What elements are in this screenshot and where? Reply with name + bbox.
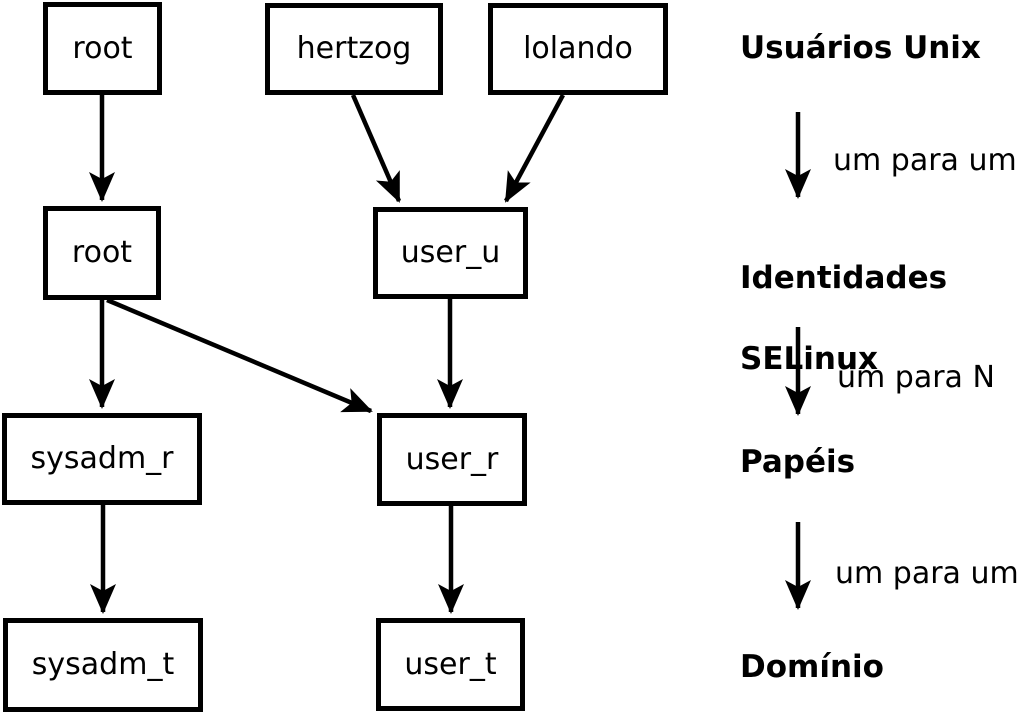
node-root-unix-label: root <box>72 30 133 66</box>
node-lolando: lolando <box>488 3 668 95</box>
node-sysadm-r: sysadm_r <box>2 413 202 505</box>
legend-roles: Papéis <box>740 444 856 480</box>
node-hertzog: hertzog <box>265 3 443 95</box>
arrow-hertzog-to-useru <box>350 94 402 203</box>
legend-selinux-identities: Identidades SELinux <box>740 218 947 379</box>
node-user-r-label: user_r <box>405 441 499 477</box>
legend-domain: Domínio <box>740 649 884 685</box>
legend-selinux-identities-line2: SELinux <box>740 340 879 377</box>
node-root-selinux-label: root <box>71 235 133 270</box>
legend-rel-one-to-one-2: um para um <box>835 556 1019 591</box>
node-sysadm-r-label: sysadm_r <box>30 441 174 476</box>
node-user-t: user_t <box>376 618 525 711</box>
arrow-rootselinux-to-userr <box>106 297 373 414</box>
node-sysadm-t-label: sysadm_t <box>31 647 175 682</box>
node-sysadm-t: sysadm_t <box>3 618 203 712</box>
node-hertzog-label: hertzog <box>296 31 412 66</box>
legend-rel-one-to-n: um para N <box>837 360 995 395</box>
node-user-u: user_u <box>373 207 528 299</box>
node-lolando-label: lolando <box>523 31 633 66</box>
node-user-r: user_r <box>377 413 527 506</box>
node-user-t-label: user_t <box>404 646 497 682</box>
node-user-u-label: user_u <box>400 235 501 270</box>
node-root-selinux: root <box>43 206 161 300</box>
arrow-lolando-to-useru <box>504 93 565 203</box>
legend-unix-users: Usuários Unix <box>740 30 981 66</box>
legend-selinux-identities-line1: Identidades <box>740 260 948 297</box>
node-root-unix: root <box>43 2 162 95</box>
legend-rel-one-to-one-1: um para um <box>833 143 1017 178</box>
